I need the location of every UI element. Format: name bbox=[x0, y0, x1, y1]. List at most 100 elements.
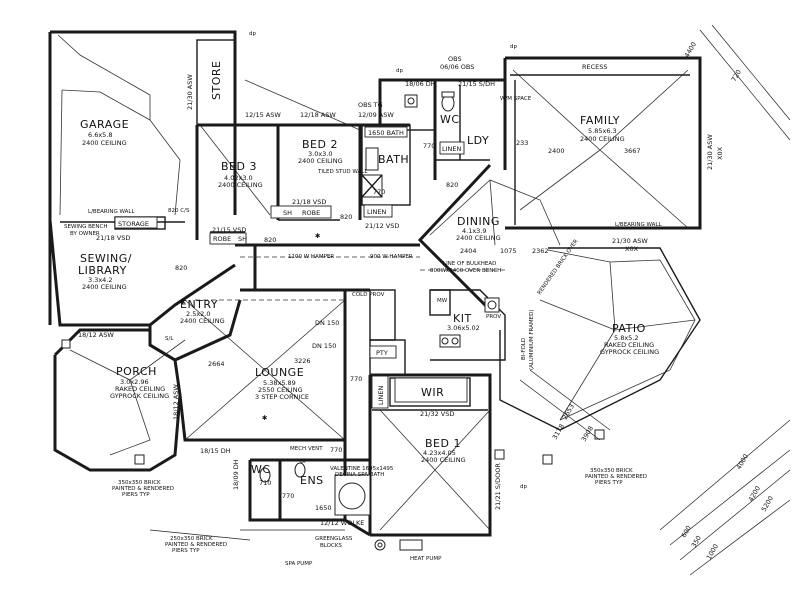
storage-label: STORAGE bbox=[118, 220, 149, 228]
ceiling-marker: ✱ bbox=[315, 232, 320, 240]
window-label: 18/15 DH bbox=[200, 447, 231, 455]
room-size-garage: 6.6x5.8 bbox=[88, 131, 113, 139]
room-size-lounge: 5.38x5.89 bbox=[263, 379, 296, 387]
window-label: 12/09 ASW bbox=[358, 111, 394, 119]
room-ceiling1-patio: RAKED CEILING bbox=[604, 341, 654, 349]
hamper-note: 900 W HAMPER bbox=[370, 254, 413, 260]
walls bbox=[48, 30, 702, 537]
room-name-bath: BATH bbox=[378, 153, 409, 166]
dp-label: dp bbox=[510, 44, 517, 50]
window-label: OBS bbox=[448, 55, 462, 63]
bulkhead-lines bbox=[195, 256, 505, 301]
window-label: 18/06 DH bbox=[405, 80, 436, 88]
room-name-kit: KIT bbox=[453, 312, 472, 325]
room-ceiling-bed2: 2400 CEILING bbox=[298, 157, 343, 165]
framed-note: (ALUMINIUM FRAMED) bbox=[529, 310, 535, 370]
room-size-kit: 3.06x5.02 bbox=[447, 324, 480, 332]
ceiling-marker: ✱ bbox=[180, 298, 185, 306]
bed2-wall-note: TILED STUD WALL bbox=[317, 169, 368, 175]
window-label: 21/30 ASW bbox=[706, 134, 714, 170]
window-label: 21/30 ASW bbox=[612, 237, 648, 245]
piers-note: PIERS TYP bbox=[595, 480, 623, 486]
sl-label: S/L bbox=[165, 336, 174, 342]
room-name-lounge: LOUNGE bbox=[255, 366, 304, 379]
markers: ✱ ✱ ✱ bbox=[180, 232, 320, 422]
window-label: 12/12 WOLKE bbox=[320, 519, 364, 527]
dimension-text: 3667 bbox=[624, 147, 641, 155]
sewing-bench-label: SEWING BENCH bbox=[64, 224, 108, 230]
room-ceiling-bed3: 2400 CEILING bbox=[218, 181, 263, 189]
piers-note: 350x350 BRICK bbox=[590, 468, 633, 474]
room-name-wc2: WC bbox=[251, 463, 271, 476]
piers-note: 250x350 BRICK bbox=[170, 536, 213, 542]
cs-label: 820 C/S bbox=[168, 208, 190, 214]
dp-label: dp bbox=[396, 68, 403, 74]
dimension-text: 2653 bbox=[561, 403, 576, 421]
room-name-entry: ENTRY bbox=[180, 298, 218, 311]
dimension-text: 770 bbox=[330, 446, 342, 454]
valentine-note: VALENTINE 1695x1495 bbox=[330, 466, 394, 472]
dimension-text: 2400 bbox=[548, 147, 565, 155]
window-label: 18/12 ASW bbox=[172, 384, 180, 420]
room-size-sewing: 3.3x4.2 bbox=[88, 276, 113, 284]
room-name-porch: PORCH bbox=[116, 365, 157, 378]
dimension-text: 2404 bbox=[460, 247, 477, 255]
dimension-lines bbox=[149, 24, 791, 576]
label-boxes bbox=[114, 126, 468, 409]
window-label: 21/30 ASW bbox=[186, 74, 194, 110]
up-label: UP bbox=[300, 459, 308, 465]
dimension-text: 4000 bbox=[735, 453, 750, 471]
dimension-text: 4200 bbox=[747, 485, 762, 503]
window-label: X0X bbox=[625, 245, 639, 253]
room-size-bed2: 3.0x3.0 bbox=[308, 150, 333, 158]
room-name-dining: DINING bbox=[457, 215, 500, 228]
piers-note: PAINTED & RENDERED bbox=[165, 542, 227, 548]
spa-pump-label: SPA PUMP bbox=[285, 561, 313, 567]
greenglass-note: BLOCKS bbox=[320, 543, 342, 549]
window-label: 12/18 ASW bbox=[300, 111, 336, 119]
room-name-patio: PATIO bbox=[612, 322, 646, 335]
by-owner-label: BY OWNER bbox=[70, 231, 100, 237]
room-name-garage: GARAGE bbox=[80, 118, 129, 131]
window-label: 18/09 DH bbox=[232, 459, 240, 490]
room-name-ldy: LDY bbox=[467, 134, 489, 147]
room-ceiling2-lounge: 3 STEP CORNICE bbox=[255, 393, 309, 401]
piers-note: PIERS TYP bbox=[122, 492, 150, 498]
piers-note: PAINTED & RENDERED bbox=[112, 486, 174, 492]
room-ceiling1-porch: RAKED CEILING bbox=[115, 385, 165, 393]
bulkhead-note: 800Wx2400 OVER BENCH bbox=[430, 268, 501, 274]
room-size-entry: 2.5x2.0 bbox=[186, 310, 211, 318]
valentine-note: DECINA SPA BATH bbox=[335, 472, 384, 478]
dimension-text: 4400 bbox=[683, 41, 698, 59]
dimension-text: 820 bbox=[340, 213, 352, 221]
room-ceiling-family: 2400 CEILING bbox=[580, 135, 625, 143]
window-label: 21/12 VSD bbox=[365, 222, 399, 230]
dimension-text: 770 bbox=[282, 492, 294, 500]
dimension-text: 770 bbox=[350, 375, 362, 383]
room-size-bed3: 4.02x3.0 bbox=[224, 174, 253, 182]
room-name-wir: WIR bbox=[421, 386, 444, 399]
dp-label: dp bbox=[520, 484, 527, 490]
window-and-note-labels: 12/15 ASW 12/18 ASW OBS TG 12/09 ASW 18/… bbox=[78, 31, 724, 567]
dimension-text: DN 150 bbox=[315, 319, 339, 327]
bearing-wall-label: L/BEARING WALL bbox=[615, 222, 662, 228]
dp-label: dp bbox=[249, 31, 256, 37]
dimension-text: 820 bbox=[264, 236, 276, 244]
room-name-linen2: LINEN bbox=[367, 208, 387, 216]
room-name-bed1: BED 1 bbox=[425, 437, 461, 450]
room-name-bed2: BED 2 bbox=[302, 138, 338, 151]
room-ceiling1-lounge: 2550 CEILING bbox=[258, 386, 303, 394]
room-name-sewing: SEWING/ bbox=[80, 252, 132, 265]
roof-lines bbox=[57, 34, 696, 531]
window-label: 21/15 S/DH bbox=[458, 80, 495, 88]
bulkhead-note: LINE OF BULKHEAD bbox=[443, 261, 496, 267]
bifold-note: BI-FOLD bbox=[521, 338, 527, 360]
window-label: 21/18 VSD bbox=[292, 198, 326, 206]
room-ceiling-entry: 2400 CEILING bbox=[180, 317, 225, 325]
dimension-text: 5200 bbox=[760, 495, 775, 513]
window-label: X0X bbox=[716, 146, 724, 160]
bath-1650-label: 1650 BATH bbox=[368, 129, 404, 137]
bearing-wall-label: L/BEARING WALL bbox=[88, 209, 135, 215]
room-ceiling2-patio: GYPROCK CEILING bbox=[600, 348, 659, 356]
